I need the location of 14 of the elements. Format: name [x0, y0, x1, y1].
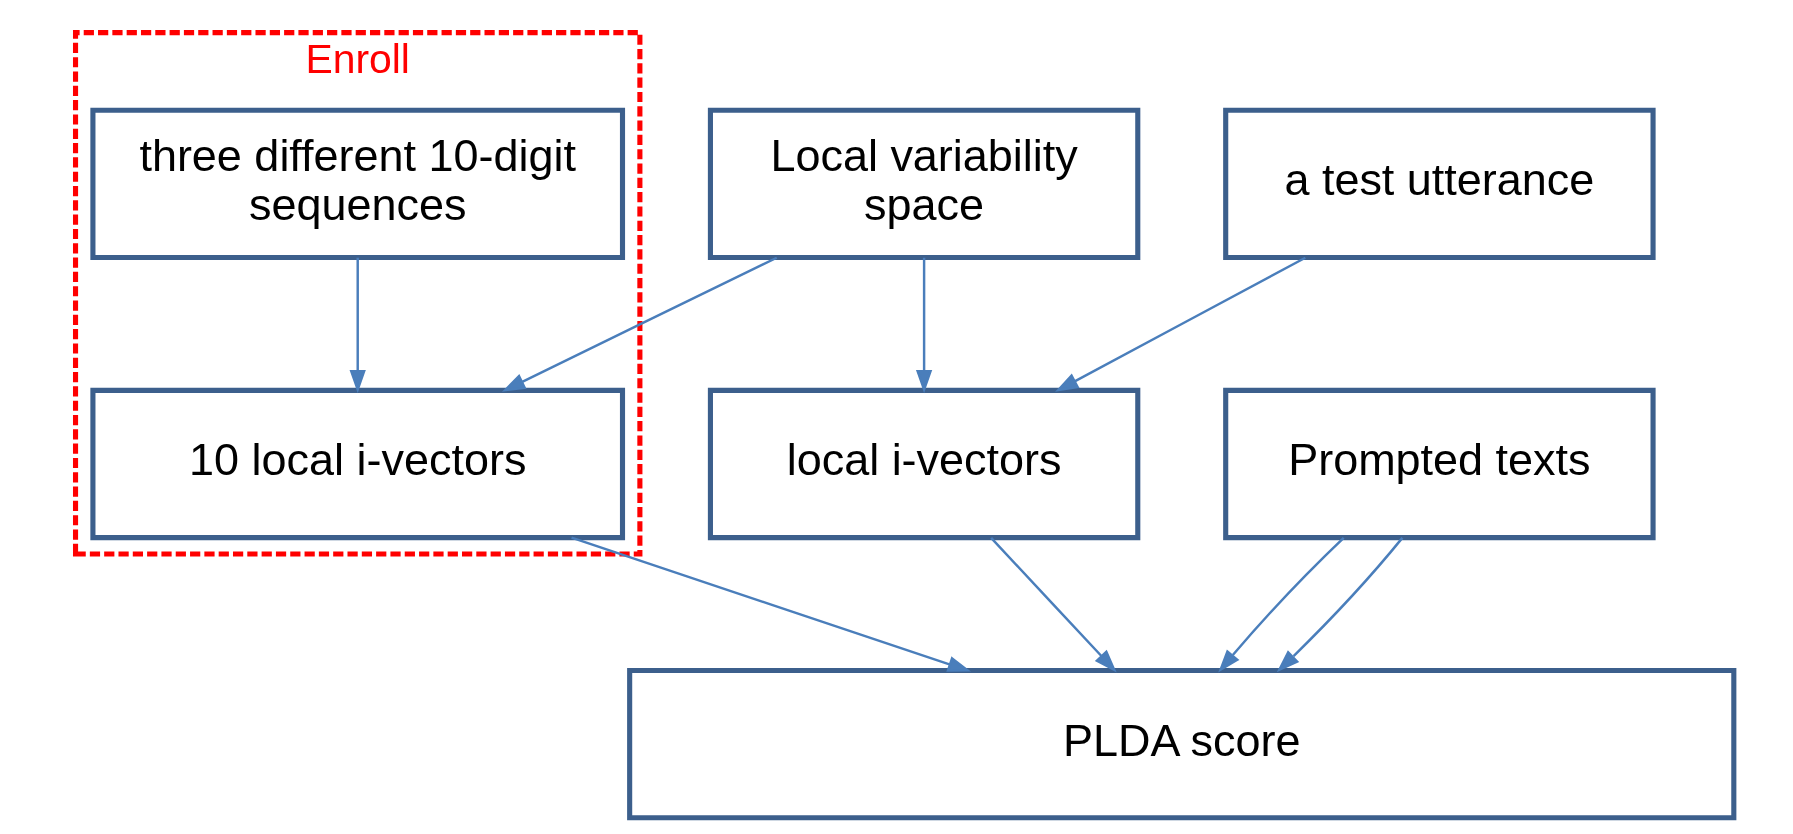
node-box: PLDA score: [627, 668, 1737, 821]
arrow: [349, 257, 366, 394]
arrow: [990, 537, 1117, 673]
arrow: [1055, 256, 1306, 392]
node-box: 10 local i-vectors: [90, 387, 626, 541]
node-box: Local variability space: [707, 107, 1141, 261]
arrow: [1218, 537, 1345, 673]
node-box: three different 10-digit sequences: [90, 107, 626, 261]
arrow: [501, 256, 778, 392]
node-box: a test utterance: [1223, 107, 1656, 261]
node-box: Prompted texts: [1223, 387, 1656, 541]
arrow: [1276, 537, 1404, 673]
arrow: [915, 257, 933, 394]
node-box: local i-vectors: [707, 387, 1141, 541]
